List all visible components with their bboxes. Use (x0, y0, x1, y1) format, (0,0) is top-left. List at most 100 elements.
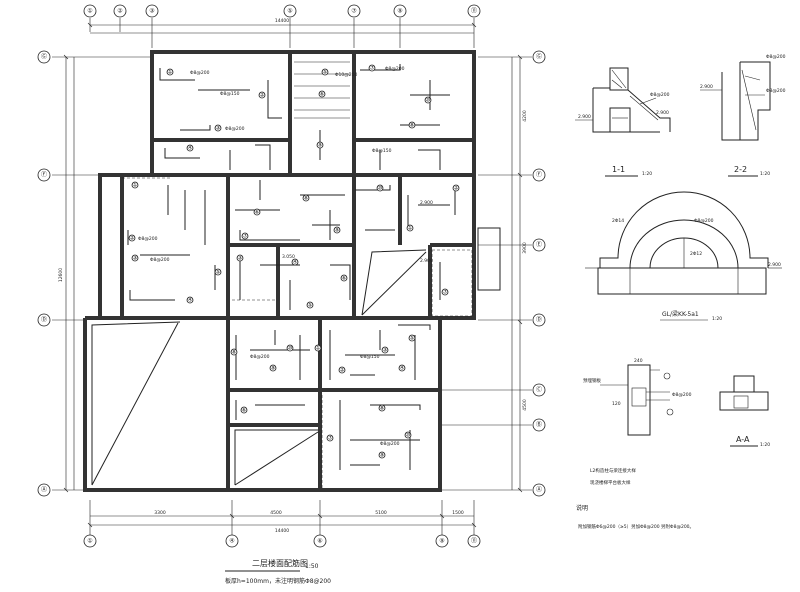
svg-text:②: ② (259, 92, 265, 99)
svg-text:③: ③ (382, 347, 387, 354)
svg-text:Φ10@200: Φ10@200 (335, 72, 357, 78)
svg-text:L2构造柱与梁连接大样: L2构造柱与梁连接大样 (590, 467, 636, 474)
rebar-mark: ⑧ (408, 122, 416, 129)
svg-text:③: ③ (215, 125, 220, 132)
svg-text:Φ8@200: Φ8@200 (190, 70, 210, 76)
axis-bubble: Ⓐ (37, 483, 51, 497)
svg-text:Φ8@200: Φ8@200 (380, 441, 400, 447)
svg-text:Φ8@200: Φ8@200 (694, 218, 714, 224)
axis-bubble: Ⓓ (532, 313, 546, 327)
svg-text:2.900: 2.900 (578, 114, 591, 120)
rebar-lines (127, 64, 456, 470)
svg-text:现浇楼梯平台板大样: 现浇楼梯平台板大样 (590, 479, 631, 486)
axis-bubble: ④ (225, 534, 239, 548)
svg-text:⑧: ⑧ (409, 122, 414, 129)
axis-bubble: Ⓕ (532, 168, 546, 182)
svg-text:Ⓔ: Ⓔ (536, 241, 542, 249)
svg-text:2-2: 2-2 (734, 165, 747, 174)
axis-bubble: ⑪ (467, 4, 481, 18)
svg-text:Ⓐ: Ⓐ (41, 486, 47, 494)
svg-text:240: 240 (634, 358, 643, 364)
rebar-mark: ⑩ (424, 97, 432, 104)
svg-text:1:20: 1:20 (760, 171, 770, 177)
svg-text:④: ④ (187, 145, 192, 152)
rebar-mark: ⑦ (368, 65, 376, 72)
svg-text:2.900: 2.900 (420, 200, 433, 206)
svg-text:⑥: ⑥ (254, 209, 259, 216)
svg-text:⑤: ⑤ (287, 8, 292, 15)
svg-text:⑤: ⑤ (215, 269, 220, 276)
dimension-lines (63, 22, 523, 528)
svg-text:①: ① (407, 225, 412, 232)
slab-rebar-labels: Φ8@200 Φ8@150 Φ8@200 Φ10@200 Φ8@200 Φ8@1… (138, 66, 433, 447)
svg-text:⑪: ⑪ (471, 537, 477, 545)
svg-text:⑦: ⑦ (242, 233, 248, 240)
axis-bubbles-top: ① ② ③ ⑤ ⑦ ⑨ ⑪ (83, 4, 481, 18)
svg-text:A-A: A-A (736, 435, 750, 444)
svg-text:⑩: ⑩ (425, 97, 430, 104)
svg-text:⑩: ⑩ (377, 185, 382, 192)
annex-outline (477, 227, 501, 291)
rebar-mark: ③ (214, 125, 222, 132)
axis-bubble: Ⓓ (37, 313, 51, 327)
right-dimension-2: 3900 (522, 242, 528, 254)
svg-text:④: ④ (399, 365, 404, 372)
svg-text:⑨: ⑨ (397, 8, 402, 15)
rebar-mark: ⑩ (376, 185, 384, 192)
svg-text:⑦: ⑦ (327, 435, 333, 442)
svg-text:2.900: 2.900 (420, 258, 433, 264)
rebar-mark: ⑦ (441, 289, 449, 296)
bottom-dimension-4: 1500 (452, 510, 464, 516)
axis-bubble: ⑪ (467, 534, 481, 548)
svg-text:Ⓕ: Ⓕ (536, 171, 542, 179)
rebar-mark: ④ (186, 145, 194, 152)
svg-text:①: ① (132, 182, 137, 189)
svg-text:②: ② (339, 367, 345, 374)
axis-bubble: ① (83, 4, 97, 18)
svg-text:Ⓓ: Ⓓ (536, 316, 542, 324)
rebar-mark: ① (131, 182, 139, 189)
rebar-mark: ⑤ (306, 302, 314, 309)
svg-text:⑦: ⑦ (351, 8, 357, 15)
svg-text:1:20: 1:20 (642, 171, 652, 177)
axis-bubble: ⑦ (347, 4, 361, 18)
svg-text:Φ8@200: Φ8@200 (672, 392, 692, 398)
rebar-mark: ① (166, 69, 174, 76)
svg-text:⑪: ⑪ (471, 7, 477, 15)
axis-bubble: Ⓐ (532, 483, 546, 497)
svg-text:②: ② (117, 8, 123, 15)
svg-text:⑧: ⑧ (303, 195, 308, 202)
svg-text:⑨: ⑨ (334, 227, 339, 234)
plan-title: 二层楼面配筋图 (252, 558, 308, 568)
svg-text:⑦: ⑦ (442, 289, 448, 296)
rebar-mark-circles: ① ② ③ ④ ⑤ ⑥ ⑦ ⑧ ⑨ ⑩ ① ② ③ ④ ⑤ ⑥ ⑦ ⑧ ⑨ ⑩ … (128, 65, 460, 459)
bottom-dimension-2: 4500 (270, 510, 282, 516)
svg-text:Φ8@150: Φ8@150 (220, 91, 240, 97)
bottom-total-dimension: 14400 (275, 528, 289, 534)
rebar-mark: ④ (291, 259, 299, 266)
svg-text:1-1: 1-1 (612, 165, 625, 174)
svg-text:2.900: 2.900 (656, 110, 669, 116)
svg-text:⑥: ⑥ (241, 407, 246, 414)
rebar-mark: ⑨ (333, 227, 341, 234)
axis-bubble: ① (83, 534, 97, 548)
rebar-mark: ④ (186, 297, 194, 304)
detail-arch: 2Φ14 Φ8@200 2Φ12 2.900 GL/梁KK-5a1 1:20 (585, 191, 782, 322)
top-total-dimension: 14400 (275, 18, 289, 24)
svg-text:⑥: ⑥ (317, 538, 322, 545)
svg-text:Ⓓ: Ⓓ (41, 316, 47, 324)
rebar-mark: ② (452, 185, 460, 192)
remarks-text: 附加钢筋Φ6@200（≥5）另加Φ8@200 另附Φ8@200。 (578, 523, 694, 530)
svg-text:⑥: ⑥ (341, 275, 346, 282)
rebar-mark: ④ (398, 365, 406, 372)
axis-bubble: ③ (145, 4, 159, 18)
svg-text:⑤: ⑤ (409, 335, 414, 342)
svg-text:⑥: ⑥ (319, 91, 324, 98)
detail-section-1-1: Φ8@200 2.900 2.900 1-1 1:20 (575, 67, 671, 177)
left-total-dimension: 12600 (58, 268, 64, 282)
svg-text:Φ8@200: Φ8@200 (150, 257, 170, 263)
rebar-mark: ② (128, 235, 136, 242)
rebar-mark: ⑥ (253, 209, 261, 216)
svg-text:④: ④ (229, 538, 234, 545)
detail-joint: 预埋钢板 120 240 Φ8@200 L2构造柱与梁连接大样 现浇楼梯平台板大… (583, 358, 692, 486)
